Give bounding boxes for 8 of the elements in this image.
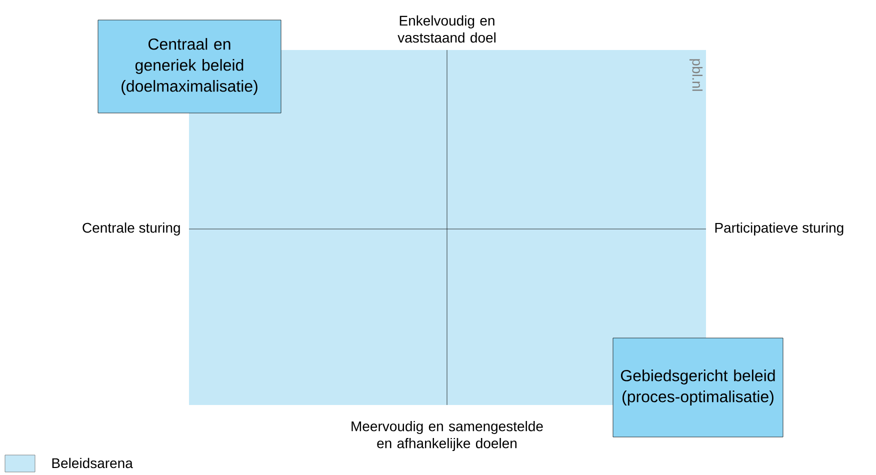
policy-box: Centraal en generiek beleid (doelmaximalisatie)	[98, 20, 282, 114]
axis-label: Meervoudig en samengestelde en afhankelijke doelen	[352, 420, 543, 452]
axis-label: Participatieve sturing	[715, 222, 844, 236]
legend-label: Beleidsarena	[52, 458, 133, 468]
axis-label: Enkelvoudig en vaststaand doel	[398, 15, 496, 43]
axis-label: Centrale sturing	[82, 222, 180, 236]
policy-box: Gebiedsgericht beleid (proces-optimalisatie)	[612, 338, 784, 438]
source-label: pbl.nl	[689, 59, 703, 91]
